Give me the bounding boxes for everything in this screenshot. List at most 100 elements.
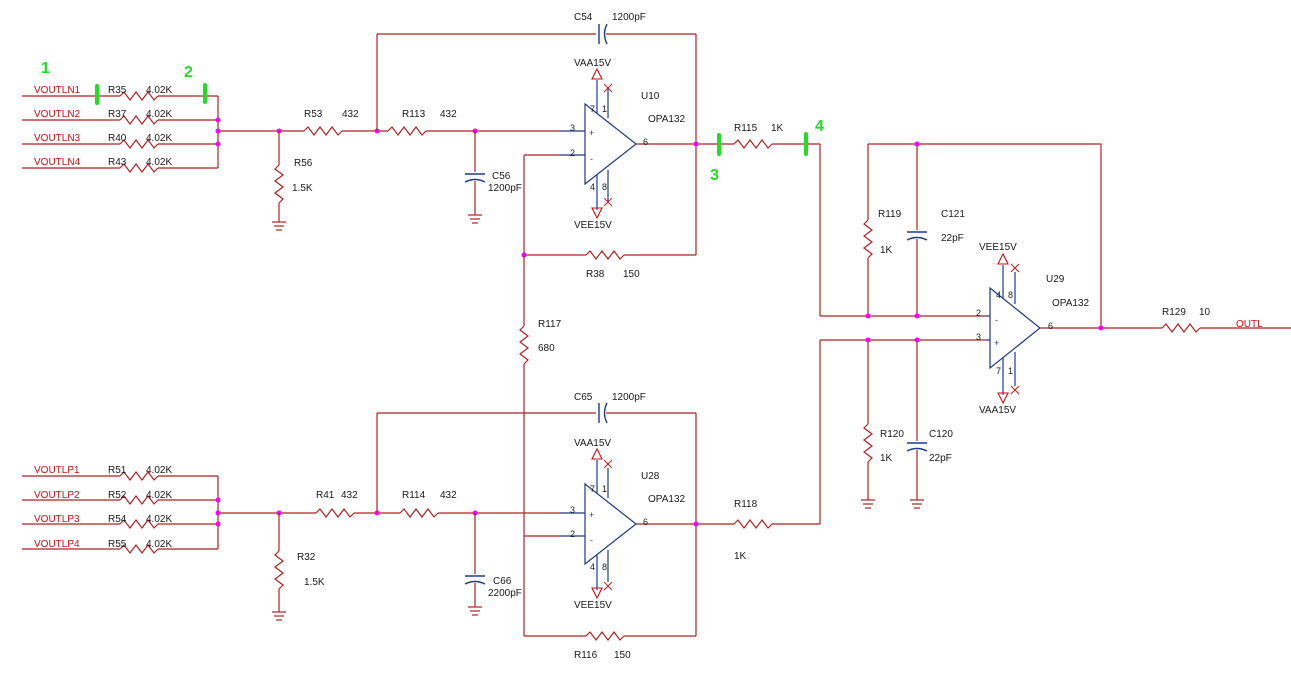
ref-r56: R56: [294, 158, 313, 169]
filter-stage-top: R53 432 R113 432 C54 1200pF C56 1200pF R…: [303, 12, 985, 317]
val-r118: 1K: [734, 551, 747, 562]
ref-r53: R53: [304, 109, 323, 120]
resistor-r113: [387, 126, 427, 136]
u29-vtop-label: VEE15V: [979, 242, 1017, 253]
capacitor-c120: [906, 442, 928, 452]
ref-c54: C54: [574, 12, 593, 23]
svg-text:-: -: [995, 315, 998, 325]
ref-r41: R41: [316, 490, 335, 501]
val-r41: 432: [341, 490, 358, 501]
val-r40: 4.02K: [146, 133, 172, 144]
svg-text:+: +: [589, 510, 594, 520]
val-c121: 22pF: [941, 233, 964, 244]
val-r35: 4.02K: [146, 85, 172, 96]
ref-c121: C121: [941, 209, 965, 220]
opamp-u10: [560, 67, 637, 220]
svg-text:7: 7: [590, 104, 595, 114]
junction: [215, 117, 221, 123]
ref-r113: R113: [402, 109, 426, 120]
ref-c66: C66: [493, 576, 512, 587]
bridge-r117: R117 680: [519, 255, 562, 536]
ref-r40: R40: [108, 133, 127, 144]
val-r129: 10: [1199, 307, 1211, 318]
svg-text:7: 7: [996, 366, 1001, 376]
svg-text:6: 6: [643, 137, 648, 147]
u10-ref: U10: [641, 91, 660, 102]
u28-ref: U28: [641, 471, 660, 482]
ground-symbol: [467, 606, 483, 616]
svg-text:8: 8: [1008, 290, 1013, 300]
opamp-u29: [985, 252, 1041, 405]
val-r51: 4.02K: [146, 465, 172, 476]
svg-text:-: -: [590, 154, 593, 164]
net-label-voutln3: VOUTLN3: [34, 133, 81, 144]
svg-text:2: 2: [976, 308, 981, 318]
resistor-r53: [303, 126, 343, 136]
input-bank-n: VOUTLN1 VOUTLN2 VOUTLN3 VOUTLN4 R35 4.02…: [22, 85, 313, 231]
svg-text:8: 8: [602, 182, 607, 192]
svg-text:-: -: [590, 535, 593, 545]
val-r52: 4.02K: [146, 490, 172, 501]
junction: [215, 141, 221, 147]
svg-text:8: 8: [602, 562, 607, 572]
ref-r43: R43: [108, 157, 127, 168]
ref-r120: R120: [880, 429, 904, 440]
net-label-voutlp4: VOUTLP4: [34, 539, 80, 550]
resistor-r129: [1161, 323, 1201, 333]
val-r32: 1.5K: [304, 577, 325, 588]
val-r43: 4.02K: [146, 157, 172, 168]
svg-text:3: 3: [570, 123, 575, 133]
val-c54: 1200pF: [612, 12, 646, 23]
capacitor-c121: [906, 231, 928, 241]
resistor-r119: [863, 219, 873, 259]
resistor-r116: [585, 631, 625, 641]
val-c120: 22pF: [929, 453, 952, 464]
net-label-voutln2: VOUTLN2: [34, 109, 81, 120]
capacitor-c54: [598, 23, 608, 45]
net-label-voutlp2: VOUTLP2: [34, 490, 80, 501]
val-r120: 1K: [880, 453, 893, 464]
marker-label-4: 4: [815, 118, 824, 135]
ref-c120: C120: [929, 429, 953, 440]
net-label-outl: OUTL: [1236, 319, 1263, 330]
svg-text:+: +: [994, 338, 999, 348]
svg-text:+: +: [589, 128, 594, 138]
resistor-r38: [585, 250, 625, 260]
u29-part: OPA132: [1052, 298, 1089, 309]
ref-r52: R52: [108, 490, 127, 501]
svg-text:2: 2: [570, 529, 575, 539]
junction: [215, 128, 221, 134]
svg-text:1: 1: [602, 104, 607, 114]
opamp-u28: [560, 447, 637, 600]
svg-text:4: 4: [590, 182, 595, 192]
ref-r51: R51: [108, 465, 127, 476]
val-r117: 680: [538, 343, 555, 354]
ref-r117: R117: [538, 319, 562, 330]
resistor-r118: [733, 519, 773, 529]
u29-ref: U29: [1046, 274, 1065, 285]
ref-r119: R119: [878, 209, 902, 220]
capacitor-c65: [598, 402, 608, 424]
net-label-voutln4: VOUTLN4: [34, 157, 81, 168]
output-stage: R119 1K C121 22pF R120 1K C120 22pF R129…: [860, 141, 1291, 509]
marker-label-3: 3: [710, 167, 719, 184]
val-r115: 1K: [771, 123, 784, 134]
u10-part: OPA132: [648, 114, 685, 125]
u28-part: OPA132: [648, 494, 685, 505]
val-r116: 150: [614, 650, 631, 661]
ref-r35: R35: [108, 85, 127, 96]
resistor-r56: [274, 164, 284, 204]
resistor-r120: [863, 423, 873, 463]
val-r119: 1K: [880, 245, 893, 256]
resistor-r32: [274, 550, 284, 590]
svg-text:1: 1: [602, 484, 607, 494]
ref-c65: C65: [574, 392, 593, 403]
ground-symbol: [467, 214, 483, 224]
ground-symbol: [271, 611, 287, 621]
svg-text:3: 3: [570, 505, 575, 515]
ref-r55: R55: [108, 539, 127, 550]
marker-label-1: 1: [41, 60, 50, 77]
resistor-r114: [399, 508, 439, 518]
svg-text:3: 3: [976, 332, 981, 342]
